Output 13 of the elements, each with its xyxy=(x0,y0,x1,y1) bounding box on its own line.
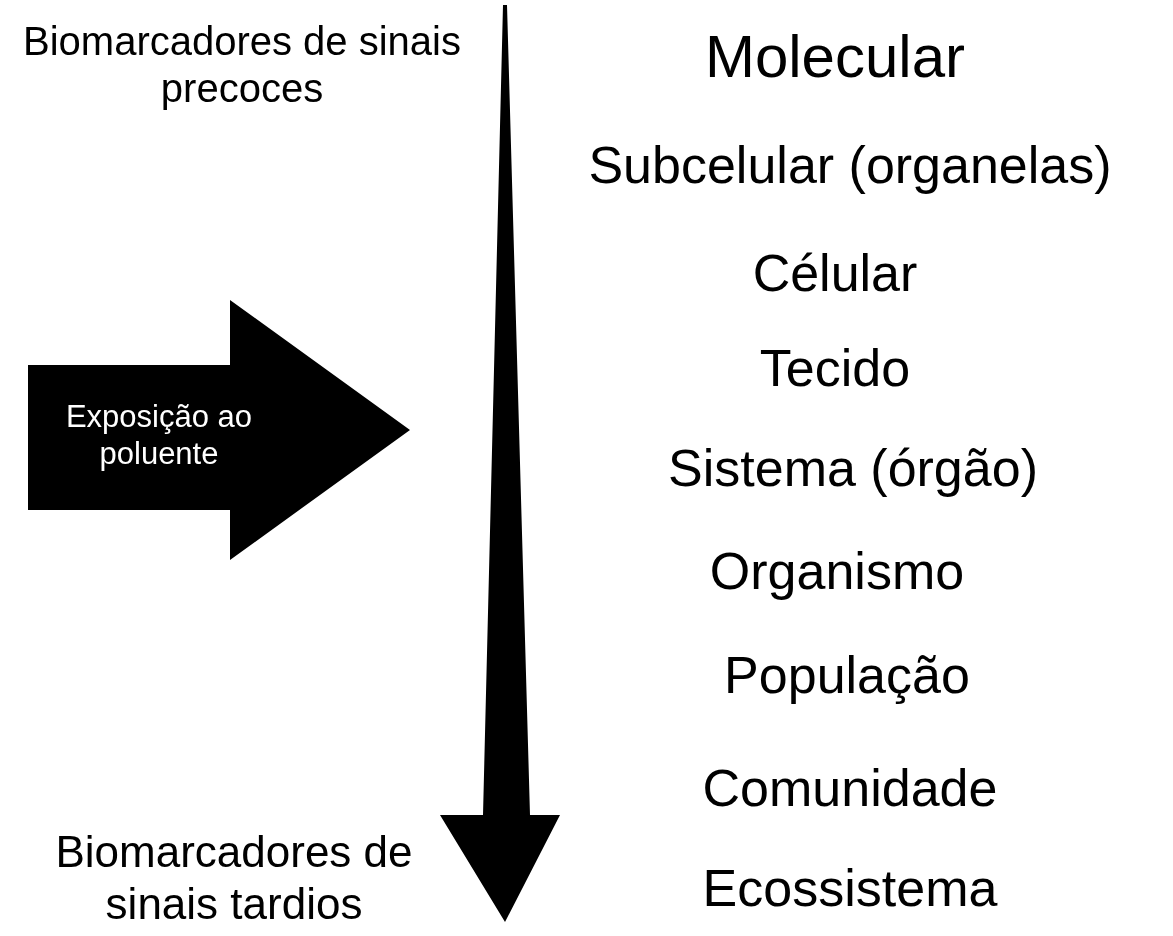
level-label: Organismo xyxy=(708,541,966,602)
level-label: Ecossistema xyxy=(701,858,999,919)
level-label: Molecular xyxy=(703,22,967,92)
level-label: População xyxy=(723,645,971,706)
arrow-label: Exposição ao poluente xyxy=(64,397,254,473)
level-label: Célular xyxy=(751,243,919,304)
block-arrow xyxy=(28,300,412,562)
level-label: Subcelular (organelas) xyxy=(587,135,1113,196)
level-label: Biomarcadores de sinais precoces xyxy=(22,18,462,113)
level-label: Biomarcadores de sinais tardios xyxy=(54,826,414,930)
level-label: Tecido xyxy=(758,338,912,399)
level-label: Sistema (órgão) xyxy=(667,438,1039,499)
level-label: Comunidade xyxy=(701,758,999,819)
